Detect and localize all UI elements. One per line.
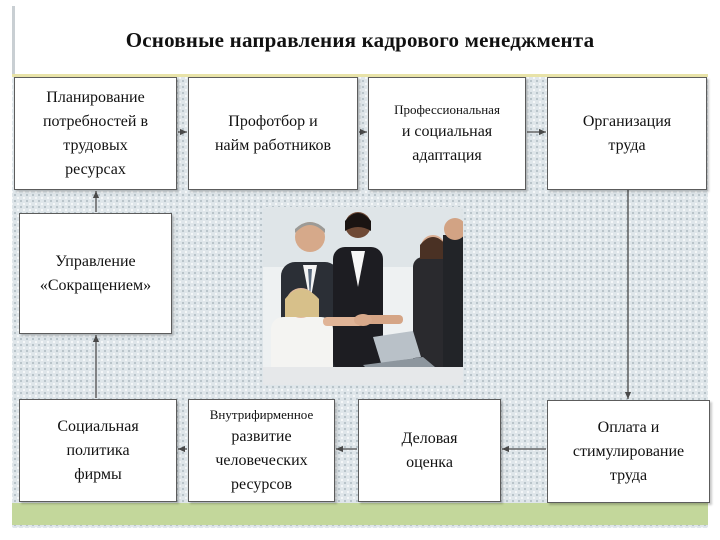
box-planning-line-1: Планирование bbox=[46, 88, 145, 106]
box-social-line-3: фирмы bbox=[74, 465, 122, 483]
box-planning-line-3: трудовых bbox=[63, 136, 128, 154]
box-development-line-1: Внутрифирменное bbox=[209, 406, 314, 422]
box-development-line-4: ресурсов bbox=[230, 475, 293, 493]
box-planning-line-4: ресурсах bbox=[65, 160, 126, 178]
box-planning: Планирование потребностей в трудовых рес… bbox=[14, 77, 177, 190]
diagram-title: Основные направления кадрового менеджмен… bbox=[125, 28, 595, 52]
box-development-line-3: человеческих bbox=[215, 451, 308, 469]
box-social-policy: Социальная политика фирмы bbox=[19, 399, 177, 502]
business-meeting-photo bbox=[263, 207, 463, 385]
box-organization-line-2: труда bbox=[608, 136, 646, 154]
box-adaptation-line-3: адаптация bbox=[412, 146, 482, 164]
box-selection-line-1: Профотбор и bbox=[228, 112, 318, 130]
box-adaptation-line-1: Профессиональная bbox=[394, 101, 500, 117]
box-payment: Оплата и стимулирование труда bbox=[547, 400, 710, 503]
box-adaptation-line-2: и социальная bbox=[401, 122, 493, 140]
box-reduction: Управление «Сокращением» bbox=[19, 213, 172, 334]
box-evaluation-line-2: оценка bbox=[406, 453, 453, 471]
box-evaluation: Деловая оценка bbox=[358, 399, 501, 502]
box-development-line-2: развитие bbox=[231, 427, 292, 445]
business-people-illustration bbox=[263, 207, 463, 385]
box-organization: Организация труда bbox=[547, 77, 707, 190]
title-left-rule bbox=[12, 6, 15, 76]
box-reduction-line-1: Управление bbox=[55, 252, 136, 270]
box-payment-line-3: труда bbox=[609, 466, 648, 484]
box-reduction-line-2: «Сокращением» bbox=[39, 276, 152, 294]
title-underline bbox=[12, 74, 708, 77]
box-planning-line-2: потребностей в bbox=[42, 112, 149, 130]
box-payment-line-2: стимулирование bbox=[572, 442, 685, 460]
box-selection-line-2: найм работников bbox=[214, 136, 331, 154]
box-social-line-2: политика bbox=[66, 441, 130, 459]
box-social-line-1: Социальная bbox=[57, 417, 139, 435]
box-development: Внутрифирменное развитие человеческих ре… bbox=[188, 399, 335, 502]
box-payment-line-1: Оплата и bbox=[597, 418, 660, 436]
box-adaptation: Профессиональная и социальная адаптация bbox=[368, 77, 526, 190]
box-organization-line-1: Организация bbox=[582, 112, 672, 130]
box-selection: Профотбор и найм работников bbox=[188, 77, 358, 190]
footer-bar bbox=[12, 503, 708, 525]
box-evaluation-line-1: Деловая bbox=[401, 429, 458, 447]
title-band: Основные направления кадрового менеджмен… bbox=[12, 6, 708, 77]
